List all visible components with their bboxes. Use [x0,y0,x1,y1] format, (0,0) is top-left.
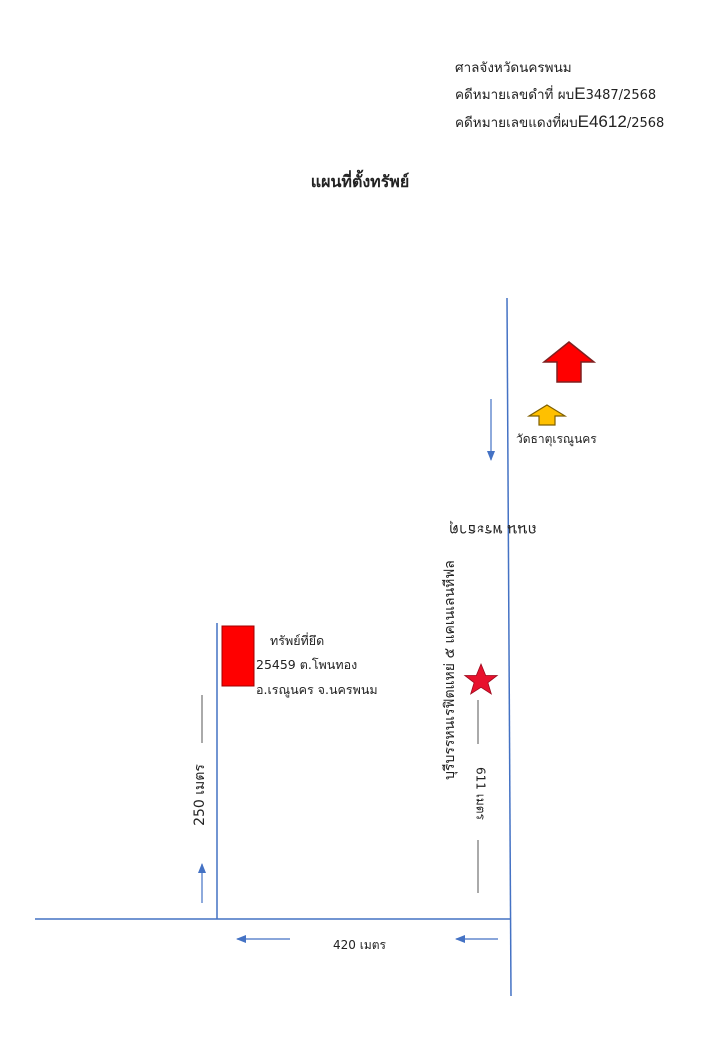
black-case-letter: E [574,84,586,103]
red-case-line: คดีหมายเลขแดงที่ผบE4612/2568 [455,109,715,137]
property-label-parcel: 25459 ต.โพนทอง [256,657,358,672]
property-label-title: ทรัพย์ที่ยึด [270,633,325,648]
map-title: แผนที่ตั้งทรัพย์ [310,172,410,191]
distance-250-label: 250 เมตร [192,764,208,826]
case-header: ศาลจังหวัดนครพนม คดีหมายเลขดำที่ ผบE3487… [455,55,715,137]
property-marker [221,625,255,687]
distance-420-label: 420 เมตร [333,938,386,952]
red-case-number: /2568 [626,116,665,131]
distance-611-label: 611 เมตร [473,767,488,820]
black-case-prefix: คดีหมายเลขดำที่ ผบ [455,87,575,103]
road-description-label: บุรีบรรหนเรฟิตแหย่ ๕ แคเนเลนหีฟล [442,560,458,780]
star-icon [463,662,499,695]
main-road-line [506,297,512,997]
red-case-prefix: คดีหมายเลขแดงที่ผบ [455,115,578,131]
black-case-line: คดีหมายเลขดำที่ ผบE3487/2568 [455,81,715,109]
north-arrow-icon [541,341,597,383]
temple-label: วัดธาตุเรณูนคร [516,432,597,446]
property-label-location: อ.เรณูนคร จ.นครพนม [256,682,378,697]
red-case-code: E4612 [577,112,627,131]
black-case-number: 3487/2568 [585,88,657,103]
court-name: ศาลจังหวัดนครพนม [455,60,572,76]
temple-arrow-icon [526,404,568,426]
